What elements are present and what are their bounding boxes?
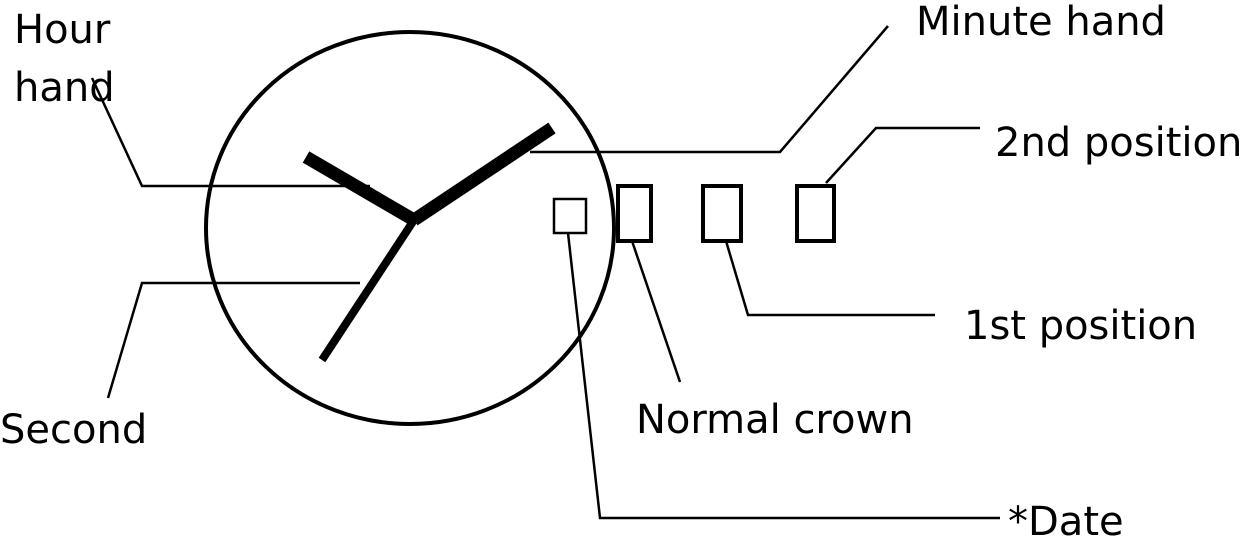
hour-hand-label-line1: Hour (14, 7, 111, 53)
hour-hand-leader (90, 77, 370, 188)
normal-crown-label: Normal crown (636, 397, 914, 443)
minute-hand-mark (410, 122, 556, 226)
second-position-label: 2nd position (995, 120, 1242, 166)
second-position-leader (825, 126, 980, 184)
minute-hand-label: Minute hand (916, 0, 1166, 45)
first-position-leader (724, 240, 935, 317)
second-hand-mark (318, 217, 418, 363)
second-label: Second (0, 407, 147, 453)
hour-hand-label-line2: hand (14, 65, 115, 111)
watch-face-circle (204, 30, 616, 426)
second-leader (106, 281, 360, 399)
second-position-rect (795, 184, 836, 243)
minute-hand-leader (530, 25, 889, 154)
first-position-rect (701, 184, 743, 243)
first-position-label: 1st position (964, 303, 1197, 349)
date-window (552, 197, 588, 235)
date-leader (566, 232, 1000, 520)
normal-crown-leader (630, 240, 682, 383)
normal-crown-rect (616, 184, 653, 243)
hour-hand-mark (302, 151, 418, 226)
leader-lines (90, 25, 1000, 520)
watch-hands (302, 122, 556, 363)
date-label: *Date (1008, 499, 1124, 540)
